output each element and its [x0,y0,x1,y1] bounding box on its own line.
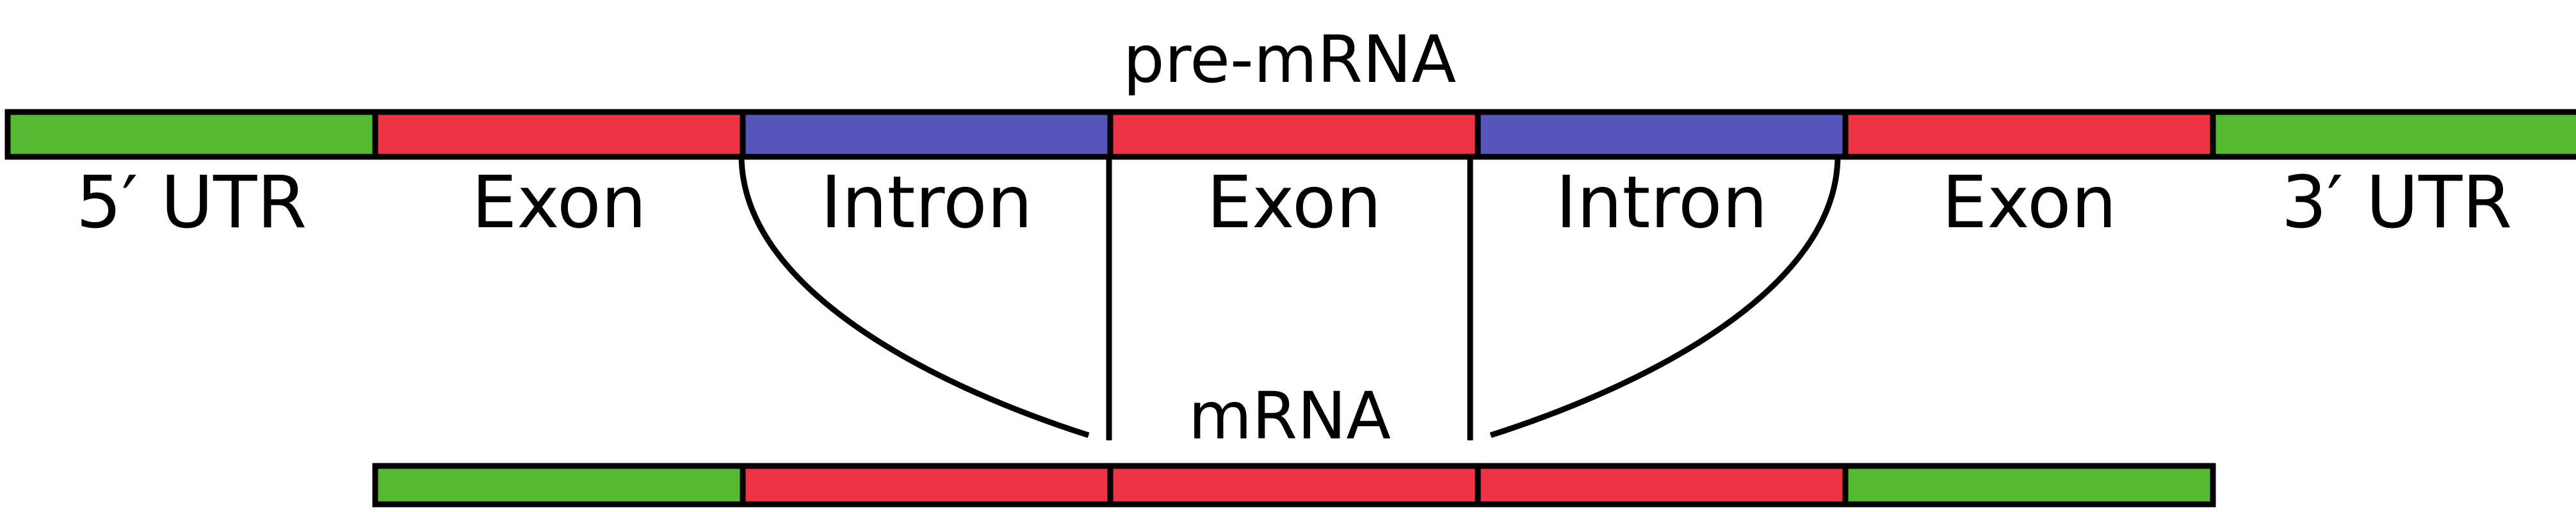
splice-arrow-left-curved [738,156,1090,438]
pre-mrna-strand [4,109,2576,160]
mrna-title: mRNA [1188,378,1391,454]
pre-mrna-segment-exon [1842,109,2216,160]
pre-mrna-segment-exon [372,109,746,160]
mrna-strand [372,463,2216,508]
pre-mrna-segment-intron [740,109,1114,160]
pre-mrna-label-utr: 5′ UTR [76,161,307,244]
mrna-segment-utr [372,463,746,508]
pre-mrna-segment-intron [1475,109,1849,160]
pre-mrna-segment-utr [4,109,378,160]
pre-mrna-segment-exon [1107,109,1481,160]
splice-arrow-right-curved [1489,156,1841,438]
pre-mrna-label-utr: 3′ UTR [2281,161,2513,244]
pre-mrna-label-exon: Exon [1206,161,1381,244]
mrna-segment-exon [1107,463,1481,508]
pre-mrna-segment-utr [2210,109,2576,160]
mrna-segment-exon [1475,463,1849,508]
pre-mrna-label-exon: Exon [471,161,646,244]
mrna-segment-utr [1842,463,2216,508]
splicing-arrows [738,156,1841,442]
pre-mrna-label-intron: Intron [820,161,1032,244]
pre-mrna-segment-labels: 5′ UTR Exon Intron Exon Intron Exon 3′ UTR [76,161,2513,244]
pre-mrna-title: pre-mRNA [1123,22,1456,98]
pre-mrna-label-intron: Intron [1555,161,1767,244]
pre-mrna-label-exon: Exon [1941,161,2116,244]
mrna-segment-exon [740,463,1114,508]
